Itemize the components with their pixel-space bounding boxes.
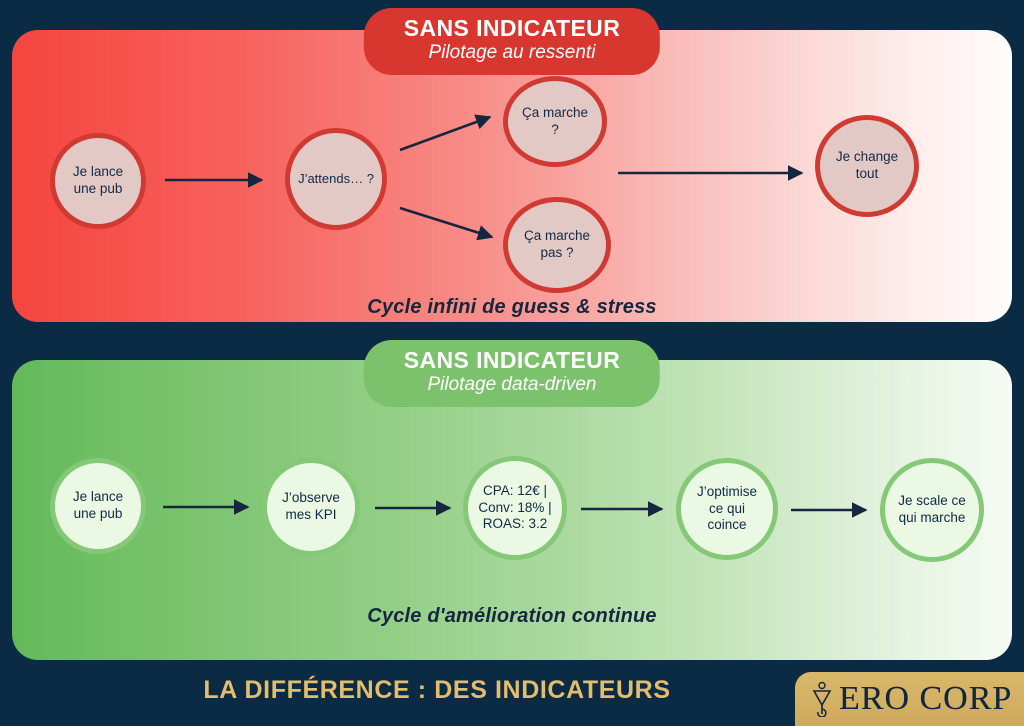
- pill-title-bad: SANS INDICATEUR: [403, 15, 621, 41]
- node-line: ce qui: [708, 500, 746, 516]
- node-line: une pub: [73, 181, 123, 196]
- logo-plate: ERO CORP: [795, 672, 1024, 726]
- node-line: Conv: 18% |: [478, 499, 552, 515]
- node-line: J’observe: [282, 490, 340, 506]
- header-pill-bad: SANS INDICATEUR Pilotage au ressenti: [363, 8, 661, 76]
- ero-corp-emblem-icon: [812, 681, 832, 717]
- node-line: Ça marche: [521, 104, 589, 120]
- node-je-lance-une-pub-bad: Je lance une pub: [50, 133, 146, 229]
- node-line: une pub: [73, 506, 123, 521]
- node-line: coince: [707, 517, 747, 533]
- pill-subtitle-bad: Pilotage au ressenti: [428, 42, 596, 64]
- header-pill-good: SANS INDICATEUR Pilotage data-driven: [363, 340, 661, 408]
- node-line: J’optimise: [696, 483, 758, 499]
- pill-title-good: SANS INDICATEUR: [403, 347, 621, 373]
- node-je-scale-ce-qui-marche: Je scale ce qui marche: [880, 458, 984, 562]
- node-line: Je scale ce: [898, 493, 966, 509]
- node-joptimise-ce-qui-coince: J’optimise ce qui coince: [676, 458, 778, 560]
- node-kpi-values: CPA: 12€ | Conv: 18% | ROAS: 3.2: [463, 456, 567, 560]
- node-je-change-tout: Je change tout: [815, 115, 919, 217]
- node-jattends: J’attends… ?: [285, 128, 387, 230]
- node-line: J’attends… ?: [298, 170, 374, 186]
- node-ca-marche-pas: Ça marche pas ?: [503, 197, 611, 293]
- node-line: tout: [855, 166, 879, 181]
- node-line: mes KPI: [285, 507, 337, 522]
- node-line: ROAS: 3.2: [482, 516, 548, 532]
- node-line: Ça marche: [523, 228, 591, 244]
- footer-headline: LA DIFFÉRENCE : DES INDICATEURS: [203, 676, 671, 704]
- pill-subtitle-good: Pilotage data-driven: [427, 374, 597, 396]
- node-je-lance-une-pub-good: Je lance une pub: [50, 458, 146, 554]
- node-ca-marche: Ça marche ?: [503, 76, 607, 167]
- node-line: qui marche: [898, 510, 966, 525]
- node-line: CPA: 12€ |: [482, 482, 548, 498]
- node-line: ?: [551, 121, 559, 137]
- caption-bad: Cycle infini de guess & stress: [367, 296, 657, 318]
- logo-text: ERO CORP: [839, 680, 1013, 717]
- caption-good: Cycle d'amélioration continue: [367, 605, 657, 627]
- node-line: Je change: [835, 149, 899, 165]
- node-line: Je lance: [72, 489, 124, 505]
- node-line: pas ?: [540, 245, 574, 260]
- node-line: Je lance: [72, 164, 124, 180]
- node-jobserve-mes-kpi: J’observe mes KPI: [262, 458, 360, 556]
